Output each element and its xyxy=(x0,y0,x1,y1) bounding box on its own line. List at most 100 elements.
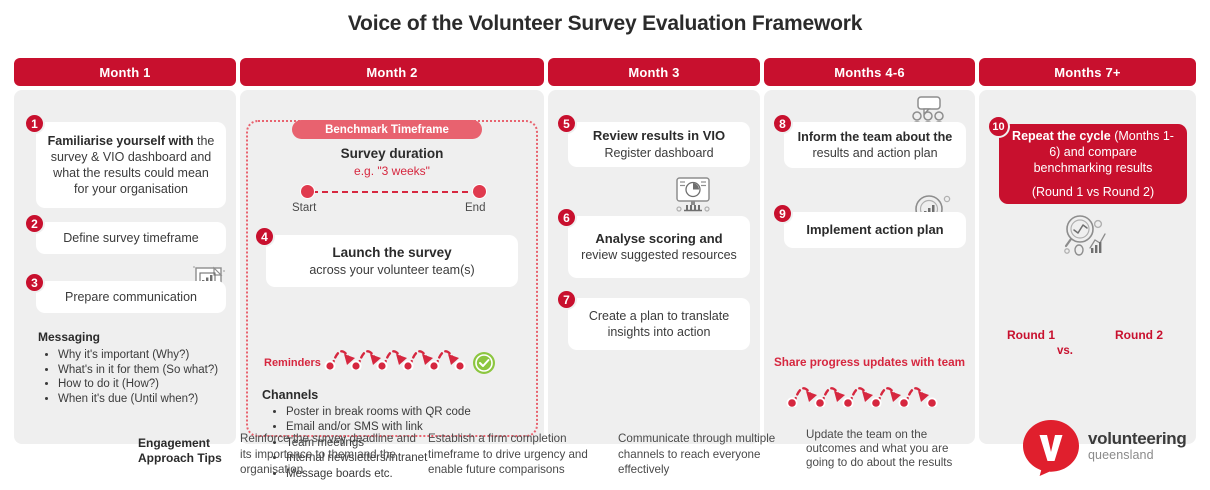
step-card-8: Inform the team about the results and ac… xyxy=(784,122,966,168)
timeline-dashed-line xyxy=(312,191,478,193)
engagement-tip: Establish a firm completion timeframe to… xyxy=(428,432,588,477)
step-card-4: Launch the survey across your volunteer … xyxy=(266,235,518,287)
step-card-5-bold-line: Review results in VIO xyxy=(593,128,725,145)
step-card-10-bold: Repeat the cycle xyxy=(1012,129,1111,143)
reminders-label: Reminders xyxy=(264,357,321,369)
timeline-end-label: End xyxy=(465,202,486,214)
channels-item: Email and/or SMS with link xyxy=(286,420,522,436)
step-card-10-extra: (Round 1 vs Round 2) xyxy=(1031,185,1155,199)
channels-item: Internal newsletters/intranet xyxy=(286,451,522,467)
channels-item: Message boards etc. xyxy=(286,467,522,483)
step-card-5-rest: Register dashboard xyxy=(604,145,714,160)
step-card-7-rest: Create a plan to translate insights into… xyxy=(588,309,730,339)
column-months-4-6: Months 4-6 8 Inform the team about the r… xyxy=(764,58,975,444)
column-body-month-1: 1 Familiarise yourself with the survey &… xyxy=(14,90,236,444)
step-card-2-rest: Define survey timeframe xyxy=(63,231,199,245)
messaging-item: When it's due (Until when?) xyxy=(58,392,222,407)
vs-label: vs. xyxy=(1057,345,1073,357)
channels-heading: Channels xyxy=(262,388,319,402)
column-body-month-2: Benchmark Timeframe Survey duration e.g.… xyxy=(240,90,544,480)
column-header-month-2: Month 2 xyxy=(240,58,544,86)
step-card-3-rest: Prepare communication xyxy=(64,290,197,304)
step-number-1: 1 xyxy=(24,113,45,134)
step-number-2: 2 xyxy=(24,213,45,234)
column-header-month-3: Month 3 xyxy=(548,58,760,86)
step-number-6: 6 xyxy=(556,207,577,228)
page-title: Voice of the Volunteer Survey Evaluation… xyxy=(347,12,863,35)
engagement-tip: Communicate through multiple channels to… xyxy=(618,432,776,477)
logo-name: volunteering xyxy=(1088,429,1187,448)
messaging-heading: Messaging xyxy=(38,330,101,344)
step-card-2: Define survey timeframe xyxy=(36,222,226,254)
column-header-month-1: Month 1 xyxy=(14,58,236,86)
completed-check-badge-icon xyxy=(473,352,495,374)
step-card-3: Prepare communication xyxy=(36,281,226,313)
channels-item: Poster in break rooms with QR code xyxy=(286,405,522,421)
column-body-months-4-6: 8 Inform the team about the results and … xyxy=(764,90,975,444)
step-card-5: Review results in VIO Register dashboard xyxy=(568,122,750,167)
step-card-6: Analyse scoring and review suggested res… xyxy=(568,216,750,278)
channels-block: Channels Poster in break rooms with QR c… xyxy=(262,387,522,482)
engagement-tip: Reinforce the survey deadline and its im… xyxy=(240,432,416,477)
column-month-1: Month 1 1 Familiarise yourself with the … xyxy=(14,58,236,444)
step-card-6-bold-line: Analyse scoring and xyxy=(595,231,722,248)
volunteering-qld-logo-icon xyxy=(1023,420,1079,476)
timeline-end-dot xyxy=(472,184,487,199)
survey-duration-example: e.g. "3 weeks" xyxy=(354,164,430,178)
volunteering-qld-logo: volunteering queensland xyxy=(1022,415,1200,477)
messaging-item: Why it's important (Why?) xyxy=(58,348,222,363)
timeline-start-dot xyxy=(300,184,315,199)
round-2-label: Round 2 xyxy=(1115,328,1163,342)
column-body-month-3: 5 Review results in VIO Register dashboa… xyxy=(548,90,760,444)
step-number-8: 8 xyxy=(772,113,793,134)
logo-wordmark: volunteering queensland xyxy=(1088,429,1187,462)
step-card-10-rest: (Months 1-6) and compare benchmarking re… xyxy=(1033,129,1174,175)
survey-duration-title: Survey duration xyxy=(340,146,444,161)
step-card-9-bold: Implement action plan xyxy=(806,221,944,237)
step-number-4: 4 xyxy=(254,226,275,247)
step-number-9: 9 xyxy=(772,203,793,224)
messaging-list: Why it's important (Why?) What's in it f… xyxy=(58,348,222,408)
step-card-1-bold: Familiarise yourself with xyxy=(47,134,194,148)
reminder-bounce-arrows-icon xyxy=(324,350,466,370)
step-card-6-rest: review suggested resources xyxy=(581,248,737,263)
round-1-label: Round 1 xyxy=(1007,328,1055,342)
messaging-item: What's in it for them (So what?) xyxy=(58,363,222,378)
progress-bounce-arrows-icon xyxy=(786,387,938,407)
messaging-item: How to do it (How?) xyxy=(58,377,222,392)
step-card-8-bold: Inform the team about the xyxy=(797,129,953,144)
survey-timeline: Start End xyxy=(292,182,490,216)
channels-list: Poster in break rooms with QR code Email… xyxy=(286,405,522,483)
step-card-1-rest: the survey & VIO dashboard and what the … xyxy=(50,134,215,196)
step-card-4-bold-line: Launch the survey xyxy=(332,244,451,261)
step-card-6-bold: Analyse scoring and xyxy=(595,230,723,246)
step-card-1-text: Familiarise yourself with the survey & V… xyxy=(46,133,216,197)
benchmark-timeframe-pill: Benchmark Timeframe xyxy=(292,120,482,139)
logo-sub: queensland xyxy=(1088,448,1154,462)
monitor-chart-icon xyxy=(676,177,710,212)
share-progress-label: Share progress updates with team xyxy=(774,356,965,369)
step-card-10: Repeat the cycle (Months 1-6) and compar… xyxy=(999,124,1187,204)
step-card-8-bold-line: Inform the team about the xyxy=(798,129,953,145)
timeline-start-label: Start xyxy=(292,202,317,214)
engagement-tips-label: Engagement Approach Tips xyxy=(138,436,222,465)
engagement-tip: Update the team on the outcomes and what… xyxy=(806,428,953,470)
column-months-7-plus: Months 7+ 10 Repeat the cycle (Months 1-… xyxy=(979,58,1196,444)
step-number-10: 10 xyxy=(987,115,1010,138)
step-number-3: 3 xyxy=(24,272,45,293)
step-card-7: Create a plan to translate insights into… xyxy=(568,298,750,350)
step-card-10-main: Repeat the cycle (Months 1-6) and compar… xyxy=(1011,128,1175,176)
step-card-4-rest: across your volunteer team(s) xyxy=(309,262,475,277)
messaging-block: Messaging Why it's important (Why?) What… xyxy=(38,330,222,407)
step-card-8-rest: results and action plan xyxy=(812,146,938,161)
column-body-months-7-plus: 10 Repeat the cycle (Months 1-6) and com… xyxy=(979,90,1196,444)
column-header-months-4-6: Months 4-6 xyxy=(764,58,975,86)
step-card-4-bold: Launch the survey xyxy=(332,245,452,261)
step-number-7: 7 xyxy=(556,289,577,310)
column-month-2: Month 2 Benchmark Timeframe Survey durat… xyxy=(240,58,544,480)
step-number-5: 5 xyxy=(556,113,577,134)
step-card-9-bold-line: Implement action plan xyxy=(806,222,943,239)
step-card-1: Familiarise yourself with the survey & V… xyxy=(36,122,226,208)
column-header-months-7-plus: Months 7+ xyxy=(979,58,1196,86)
